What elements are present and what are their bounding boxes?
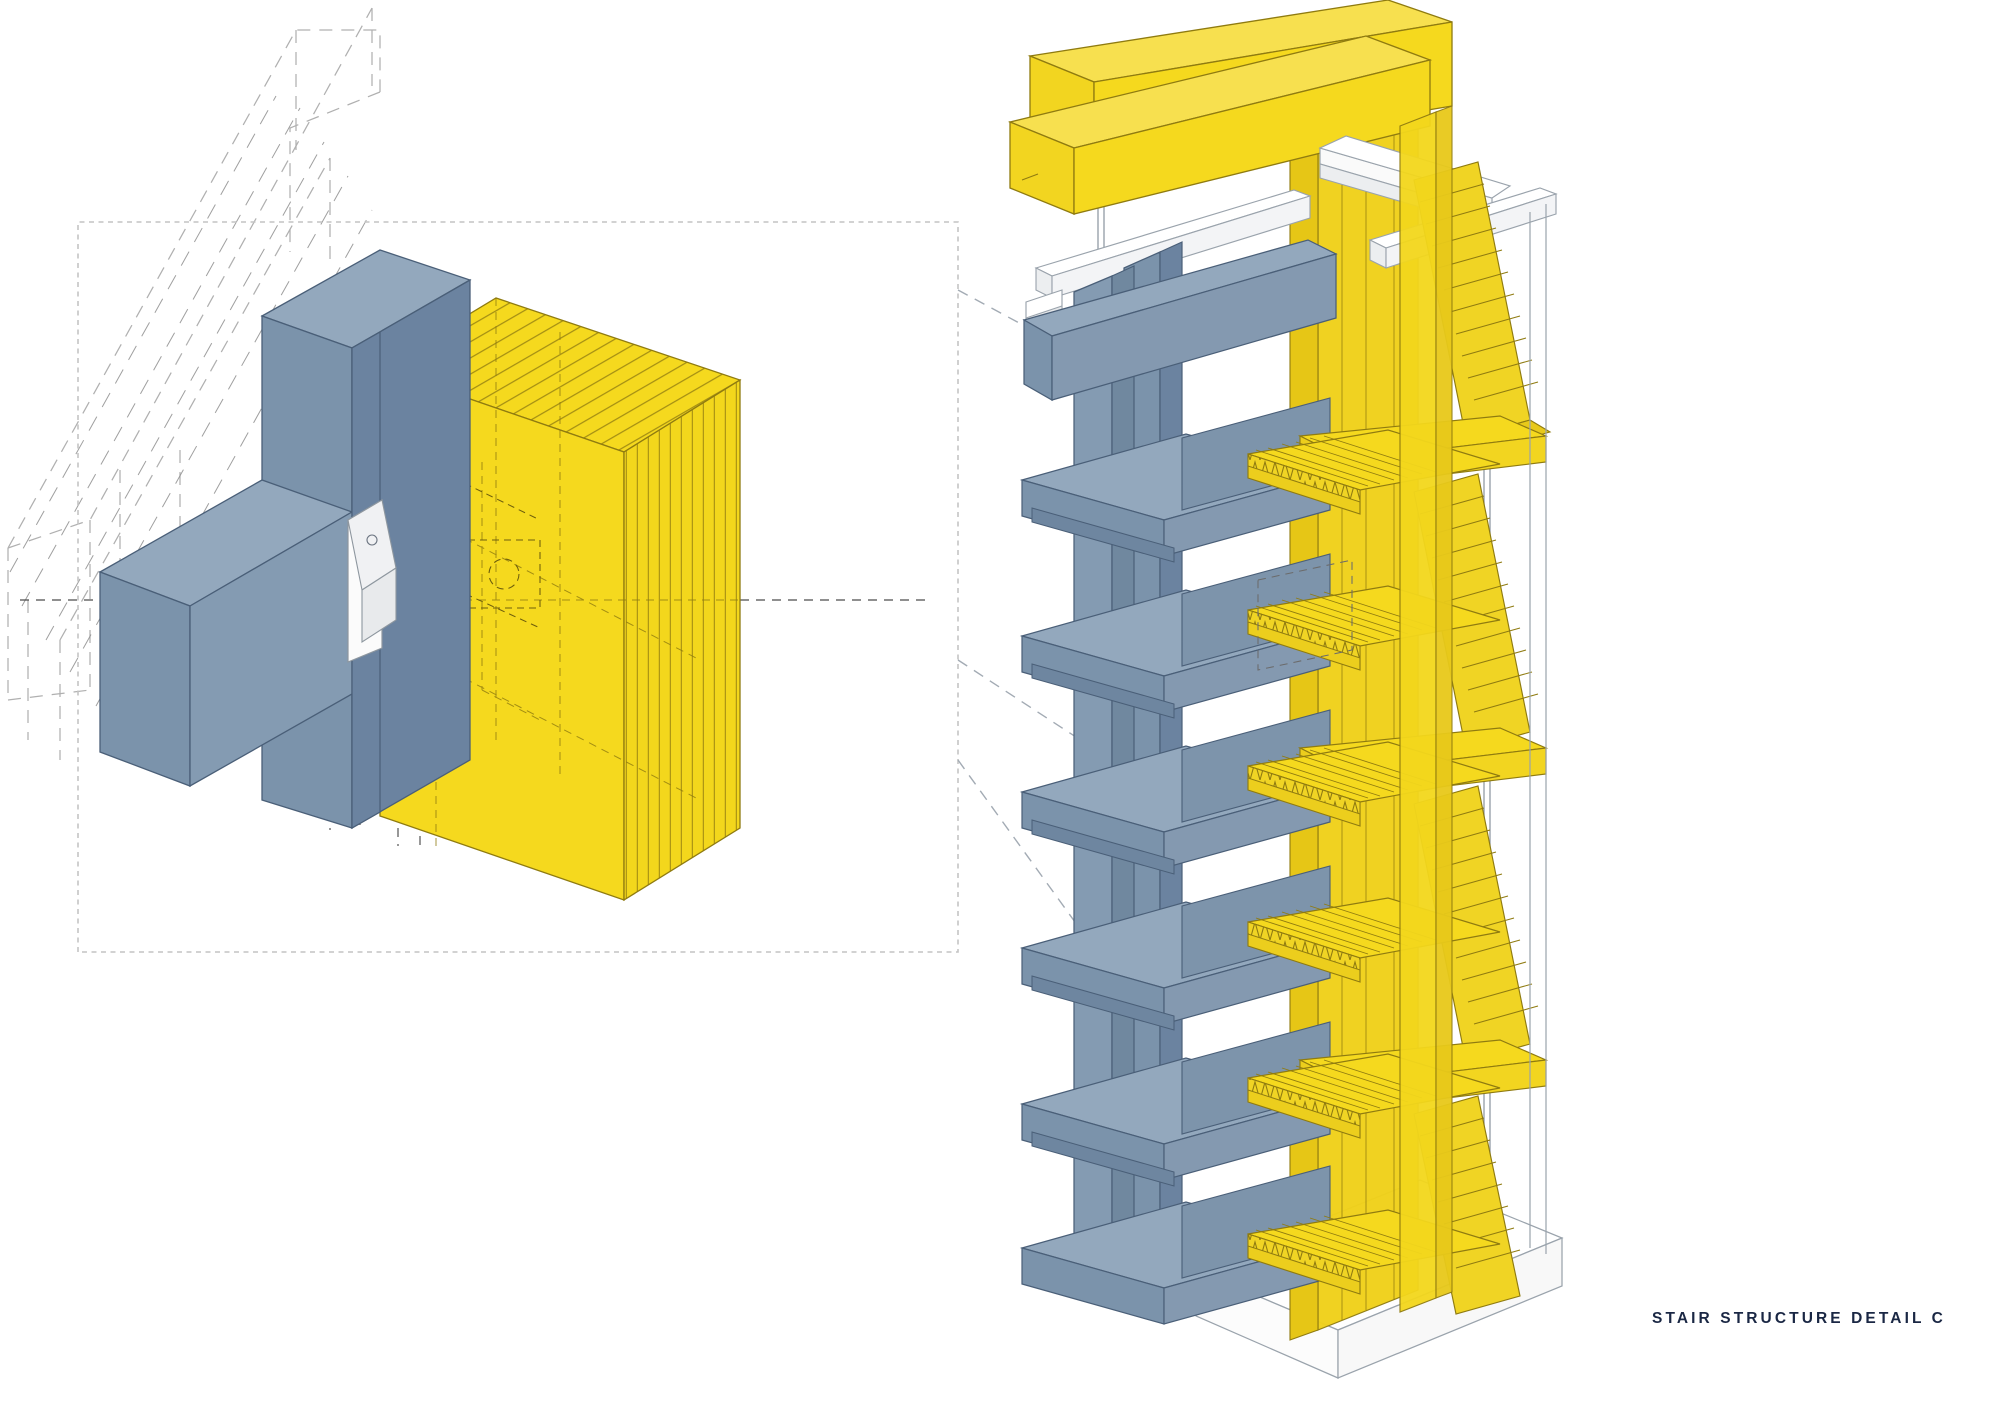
roof-beam-front — [1007, 35, 1433, 215]
left-blue-beam — [98, 479, 354, 788]
floor-slab-level-5 — [1019, 745, 1333, 875]
drawing-title: STAIR STRUCTURE DETAIL C — [1652, 1310, 1946, 1327]
callout-frame — [77, 221, 959, 953]
left-blue-column — [260, 249, 472, 830]
left-steel-connector-plate — [347, 498, 397, 663]
core-wall-pilaster — [1399, 105, 1453, 1313]
stair-envelope-ghost — [1529, 204, 1547, 1254]
hidden-outline-hint — [1257, 559, 1353, 671]
floor-beam-level-7 — [1022, 239, 1338, 402]
floor-slab-level-7 — [1019, 433, 1333, 563]
